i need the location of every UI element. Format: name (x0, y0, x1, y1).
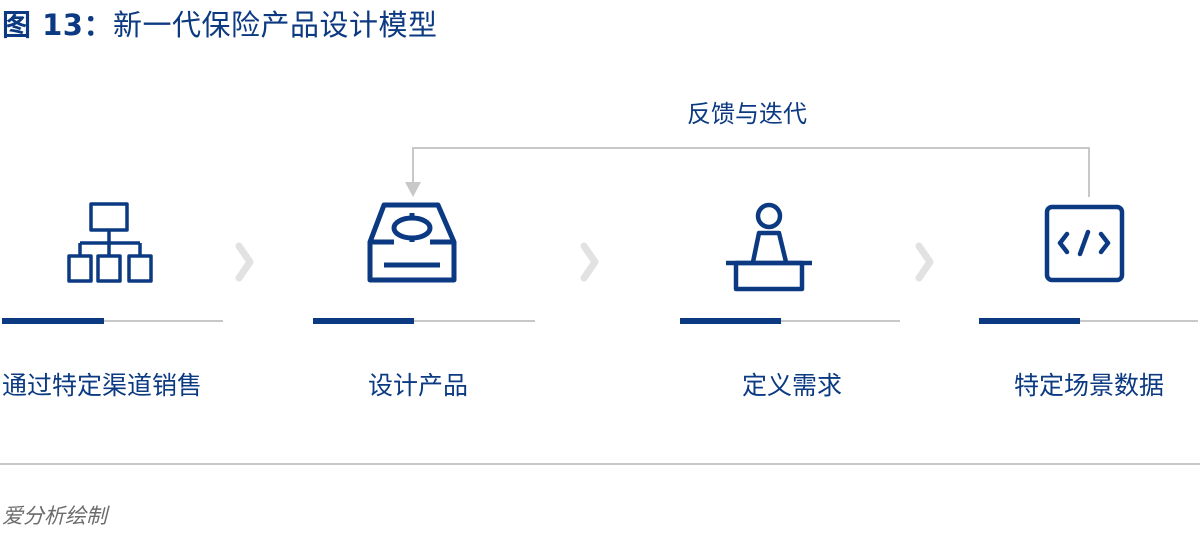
figure-title-text: 新一代保险产品设计模型 (112, 8, 438, 42)
figure-number: 图 13： (2, 8, 113, 42)
feedback-loop-connector (412, 147, 1090, 197)
person-at-desk-icon (726, 202, 812, 292)
feedback-arrowhead (405, 182, 421, 197)
chevron-right-icon (580, 242, 599, 282)
feedback-loop-label: 反馈与迭代 (687, 100, 807, 128)
footer-divider (0, 463, 1200, 465)
step-label-sales: 通过特定渠道销售 (2, 371, 203, 400)
step-label-requirements: 定义需求 (742, 371, 843, 400)
product-box-icon (367, 202, 457, 283)
step-label-scenario-data: 特定场景数据 (1014, 371, 1165, 400)
step-label-design: 设计产品 (368, 371, 469, 400)
code-window-icon (1044, 204, 1125, 283)
figure-title: 图 13：新一代保险产品设计模型 (2, 2, 437, 44)
chevron-right-icon (915, 242, 934, 282)
source-note: 爱分析绘制 (2, 504, 107, 528)
chevron-right-icon (235, 242, 254, 282)
org-chart-icon (67, 202, 153, 283)
